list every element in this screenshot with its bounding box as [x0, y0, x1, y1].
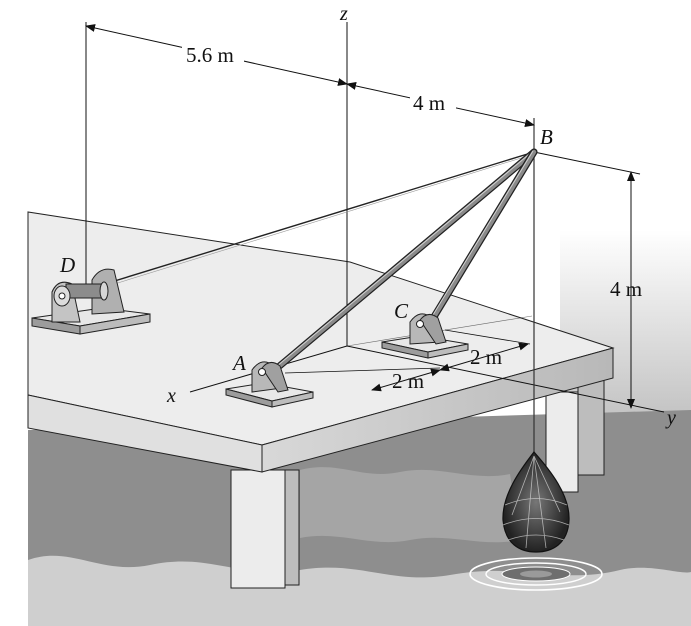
water-mid-patch: [300, 467, 520, 543]
net-load: [502, 451, 570, 553]
dim-label-bg-4-horizontal: [410, 90, 456, 116]
strut-cb: [422, 148, 538, 334]
x-axis-label: x: [166, 385, 176, 407]
pillar-right: [545, 379, 605, 493]
dim-label-4-horizontal: 4 m: [413, 91, 445, 115]
water-ripples: [469, 557, 603, 591]
dim-label-5-6: 5.6 m: [186, 43, 234, 67]
dim-line-c-extension: [444, 329, 531, 345]
point-b-label: B: [540, 125, 553, 149]
point-c-label: C: [394, 299, 409, 323]
dim-label-bg-5-6: [182, 40, 244, 66]
bracket-a: [225, 361, 314, 408]
pillar-left: [230, 469, 300, 589]
cable-bd: [107, 151, 535, 284]
strut-ab: [266, 148, 538, 378]
dim-line-b-top-extension: [533, 151, 641, 175]
point-a-label: A: [231, 351, 246, 375]
bracket-c: [381, 313, 469, 359]
y-axis-label: y: [665, 407, 676, 429]
dim-arrow-2-a: [371, 368, 441, 392]
dim-label-4-vertical: 4 m: [610, 277, 642, 301]
dim-label-2-a: 2 m: [392, 369, 424, 393]
y-axis-line: [346, 345, 665, 413]
dim-label-2-c: 2 m: [470, 345, 502, 369]
point-d-label: D: [59, 253, 75, 277]
cable-bd-highlight: [107, 153, 535, 287]
dim-arrow-2-c: [439, 342, 529, 372]
z-axis-label: z: [339, 3, 348, 25]
winch-d: [31, 268, 151, 335]
deck-side: [261, 347, 614, 473]
